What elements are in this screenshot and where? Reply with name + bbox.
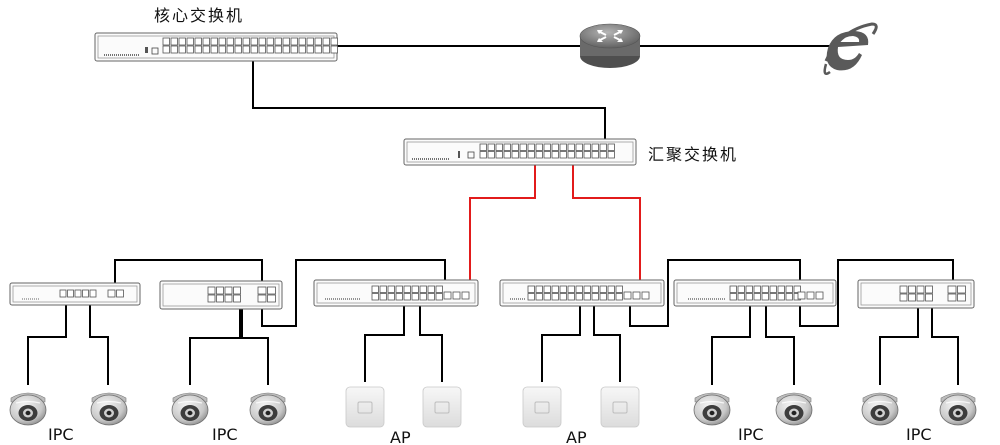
core-switch: [94, 32, 338, 62]
access-switch-2: [159, 280, 283, 310]
core-switch-label: 核心交换机: [154, 6, 244, 25]
ipc-label-4: IPC: [906, 425, 932, 444]
access-switch-6: [857, 279, 975, 309]
internet-explorer-icon: [823, 22, 878, 75]
access-switch-4: [499, 279, 665, 307]
access-switch-1: [9, 282, 141, 306]
cable-links: [27, 45, 959, 385]
dome-camera-icon: [775, 392, 813, 426]
router-icon: [579, 23, 641, 68]
dome-camera-icon: [693, 392, 731, 426]
ipc-label-3: IPC: [738, 425, 764, 444]
dome-camera-icon: [249, 392, 287, 426]
access-point-icon: [522, 386, 562, 428]
ipc-label-2: IPC: [212, 425, 238, 444]
ap-label-2: AP: [566, 428, 587, 445]
dome-camera-icon: [861, 392, 899, 426]
dome-camera-icon: [171, 392, 209, 426]
access-point-icon: [345, 386, 385, 428]
dome-camera-icon: [939, 392, 977, 426]
ap-label-1: AP: [390, 428, 411, 445]
access-point-icon: [600, 386, 640, 428]
access-point-icon: [422, 386, 462, 428]
access-switch-5: [673, 279, 837, 307]
dome-camera-icon: [90, 392, 128, 426]
uplink-cables: [469, 163, 641, 295]
ipc-label-1: IPC: [48, 425, 74, 444]
aggregation-switch: [403, 138, 637, 166]
dome-camera-icon: [9, 392, 47, 426]
aggregation-switch-label: 汇聚交换机: [648, 145, 738, 164]
access-switch-3: [313, 279, 479, 307]
